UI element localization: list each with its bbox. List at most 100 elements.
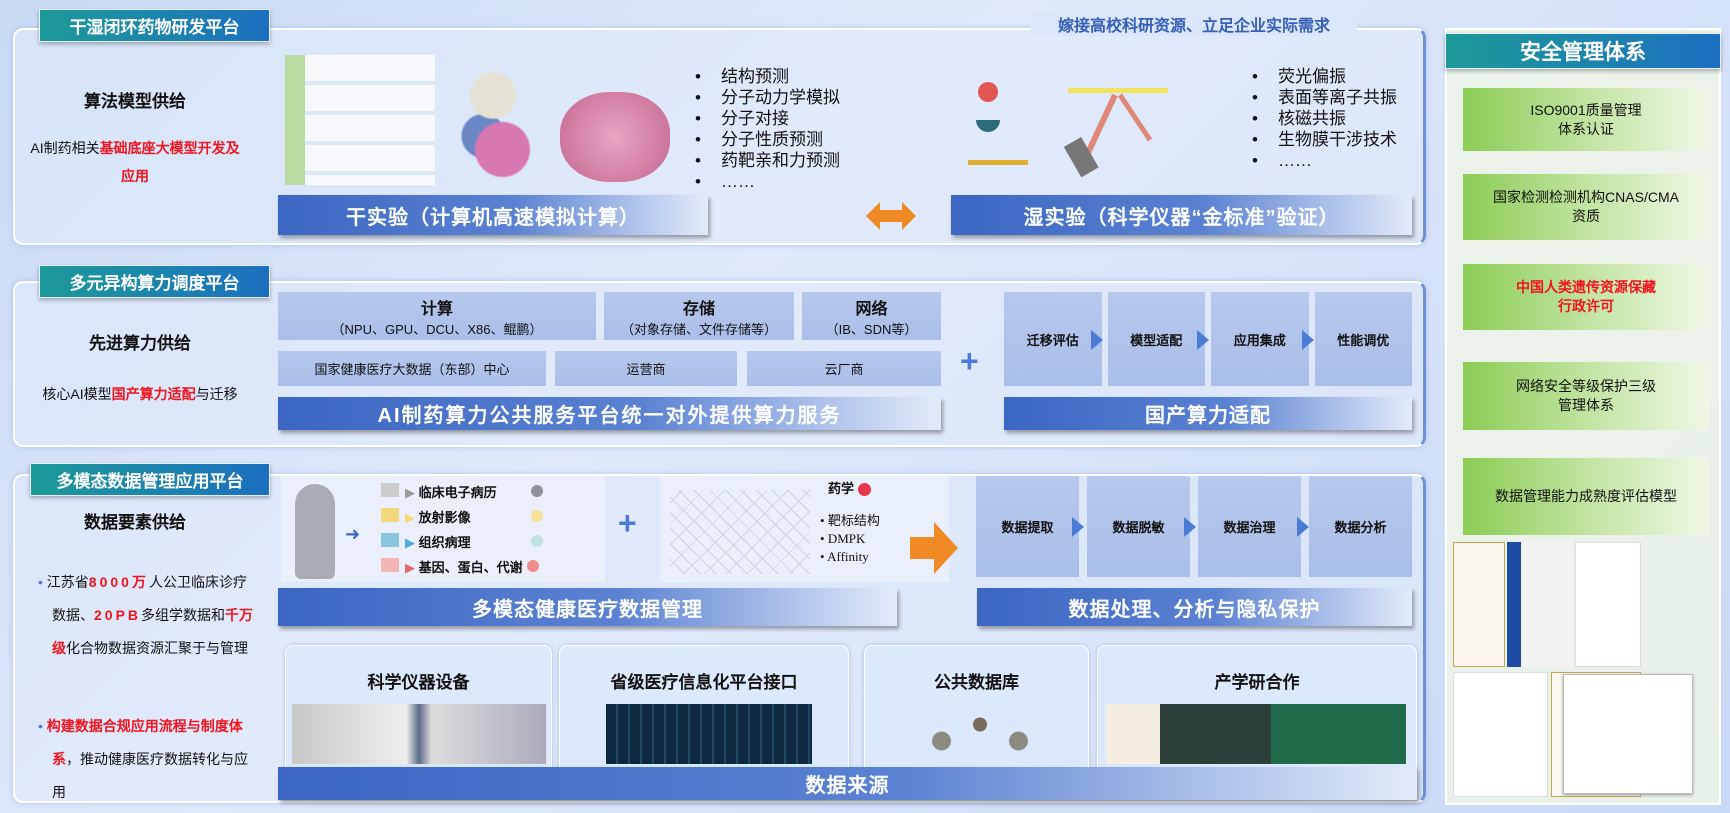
pharma-title-text: 药学 <box>828 481 855 496</box>
data-bullet-1: • 江苏省8000万人公卫临床诊疗数据、20PB多组学数据和千万级化合物数据资源… <box>38 574 254 656</box>
heading-data: 数据要素供给 <box>84 513 186 532</box>
step-box: 数据治理 <box>1198 476 1301 577</box>
list-item: 分子对接 <box>695 108 840 129</box>
pharma-item: DMPK <box>827 531 866 546</box>
step-label: 数据治理 <box>1223 520 1276 535</box>
source-title: 产学研合作 <box>1214 673 1300 692</box>
list-item: 核磁共振 <box>1252 108 1397 129</box>
step-box: 数据分析 <box>1309 476 1412 577</box>
resource-title: 计算 <box>420 300 453 318</box>
security-title: 安全管理体系 <box>1445 33 1721 69</box>
bullet-text: ，推动健康医疗数据转化与应用 <box>52 751 248 800</box>
data-source-bar: 数据来源 <box>278 767 1417 800</box>
bullet-highlight: 20PB <box>94 607 142 623</box>
compute-desc: 核心AI模型国产算力适配与迁移 <box>20 380 260 408</box>
data-processing-steps: 数据提取 数据脱敏 数据治理 数据分析 <box>976 476 1412 577</box>
subtitle: 嫁接高校科研资源、立足企业实际需求 <box>1031 12 1357 36</box>
section-tab-dry-wet: 干湿闭环药物研发平台 <box>39 9 270 42</box>
heading-algorithm: 算法模型供给 <box>84 92 186 111</box>
provider-operator: 运营商 <box>555 351 737 386</box>
security-item-line: ISO9001质量管理 <box>1530 101 1642 118</box>
list-item: 分子性质预测 <box>695 129 840 150</box>
source-card-collaboration: 产学研合作 <box>1097 645 1417 775</box>
arrow-right-icon <box>1184 517 1196 537</box>
list-item: 分子动力学模拟 <box>695 87 840 108</box>
certificate <box>1453 672 1548 797</box>
compute-service-bar: AI制药算力公共服务平台统一对外提供算力服务 <box>278 397 941 430</box>
arrow-right-icon <box>1302 330 1314 350</box>
step-label: 模型适配 <box>1130 332 1183 348</box>
desc-text: AI制药相关 <box>30 140 100 156</box>
source-title: 公共数据库 <box>934 673 1019 692</box>
pharma-title: 药学 <box>828 478 871 497</box>
modality-row: ▶ 基因、蛋白、代谢 <box>381 555 543 580</box>
security-item-line: 行政许可 <box>1558 298 1614 314</box>
provider-cloud: 云厂商 <box>747 351 941 386</box>
arrow-right-icon: ➜ <box>345 524 361 544</box>
resource-title: 存储 <box>682 300 715 318</box>
certificate <box>1575 542 1641 667</box>
provider-data-center: 国家健康医疗大数据（东部）中心 <box>278 351 546 386</box>
modality-label: 组织病理 <box>418 535 471 550</box>
resource-sub: （IB、SDN等） <box>825 321 918 337</box>
plus-icon: + <box>618 505 637 541</box>
security-item-line: 国家检测检测机构CNAS/CMA <box>1493 189 1679 205</box>
bullet-text: 江苏省 <box>46 574 89 590</box>
datacenter-photo <box>606 704 812 764</box>
list-item: 药靶亲和力预测 <box>695 150 840 171</box>
pharma-list: • 靶标结构 • DMPK • Affinity <box>820 512 880 566</box>
resource-storage: 存储 （对象存储、文件存储等） <box>604 292 794 340</box>
spr-instrument-image <box>1060 70 1180 180</box>
security-item-line: 体系认证 <box>1557 120 1614 137</box>
source-title: 省级医疗信息化平台接口 <box>610 673 798 692</box>
modality-label: 基因、蛋白、代谢 <box>418 560 523 575</box>
arrow-right-icon <box>1091 330 1103 350</box>
modality-row: ▶ 临床电子病历 <box>381 480 543 505</box>
security-item-line: 网络安全等级保护三级 <box>1516 378 1656 394</box>
step-label: 性能调优 <box>1337 332 1390 348</box>
step-box: 迁移评估 <box>1004 292 1102 386</box>
dry-experiment-bar: 干实验（计算机高速模拟计算） <box>278 195 708 235</box>
binding-assay-image <box>968 80 1028 170</box>
list-item: • 靶标结构 <box>820 513 880 528</box>
certificates-image <box>1453 542 1713 800</box>
multimodal-panel: ➜ ▶ 临床电子病历 ▶ 放射影像 ▶ 组织病理 ▶ 基因、蛋白、代谢 <box>281 476 605 582</box>
section-tab-compute: 多元异构算力调度平台 <box>39 265 270 298</box>
desc-text: 核心AI模型 <box>42 386 112 402</box>
modality-row: ▶ 组织病理 <box>381 530 543 555</box>
pharma-panel: 药学 • 靶标结构 • DMPK • Affinity <box>660 476 949 582</box>
bullet-text: 人公卫临床诊疗数据、 <box>52 574 247 623</box>
bullet-highlight: 千万级 <box>52 607 254 656</box>
desc-highlight: 基础底座大模型开发及应用 <box>99 140 240 184</box>
arrow-right-icon <box>1197 330 1209 350</box>
step-label: 数据提取 <box>1001 520 1054 535</box>
step-label: 应用集成 <box>1233 332 1286 348</box>
security-item-line: 数据管理能力成熟度评估模型 <box>1495 488 1677 504</box>
security-item-line: 资质 <box>1572 208 1600 224</box>
resource-network: 网络（IB、SDN等） <box>802 292 941 340</box>
source-title: 科学仪器设备 <box>367 673 470 692</box>
step-box: 性能调优 <box>1314 292 1412 386</box>
list-item: • Affinity <box>820 549 869 564</box>
double-arrow-icon <box>866 202 916 230</box>
step-label: 数据脱敏 <box>1112 520 1165 535</box>
list-item: • DMPK <box>820 531 866 546</box>
protein-surface-image <box>560 92 670 182</box>
step-box: 模型适配 <box>1107 292 1205 386</box>
list-item: …… <box>1252 150 1397 171</box>
bullet-text: 化合物数据资源汇聚于与管理 <box>66 640 248 656</box>
wet-experiment-bar: 湿实验（科学仪器“金标准”验证） <box>951 195 1412 235</box>
security-item: 国家检测检测机构CNAS/CMA 资质 <box>1463 174 1709 240</box>
resource-sub: （对象存储、文件存储等） <box>620 321 777 337</box>
desc-highlight: 国产算力适配 <box>111 386 196 402</box>
list-item: 表面等离子共振 <box>1252 87 1397 108</box>
arrow-right-icon <box>910 522 958 579</box>
step-box: 数据提取 <box>976 476 1079 577</box>
step-box: 应用集成 <box>1211 292 1309 386</box>
certificate <box>1453 542 1505 667</box>
model-architecture-diagram <box>285 55 435 185</box>
certificate <box>1507 542 1521 667</box>
step-label: 数据分析 <box>1334 520 1387 535</box>
list-item: 荧光偏振 <box>1252 66 1397 87</box>
adaptation-steps: 迁移评估 模型适配 应用集成 性能调优 <box>1004 292 1412 386</box>
